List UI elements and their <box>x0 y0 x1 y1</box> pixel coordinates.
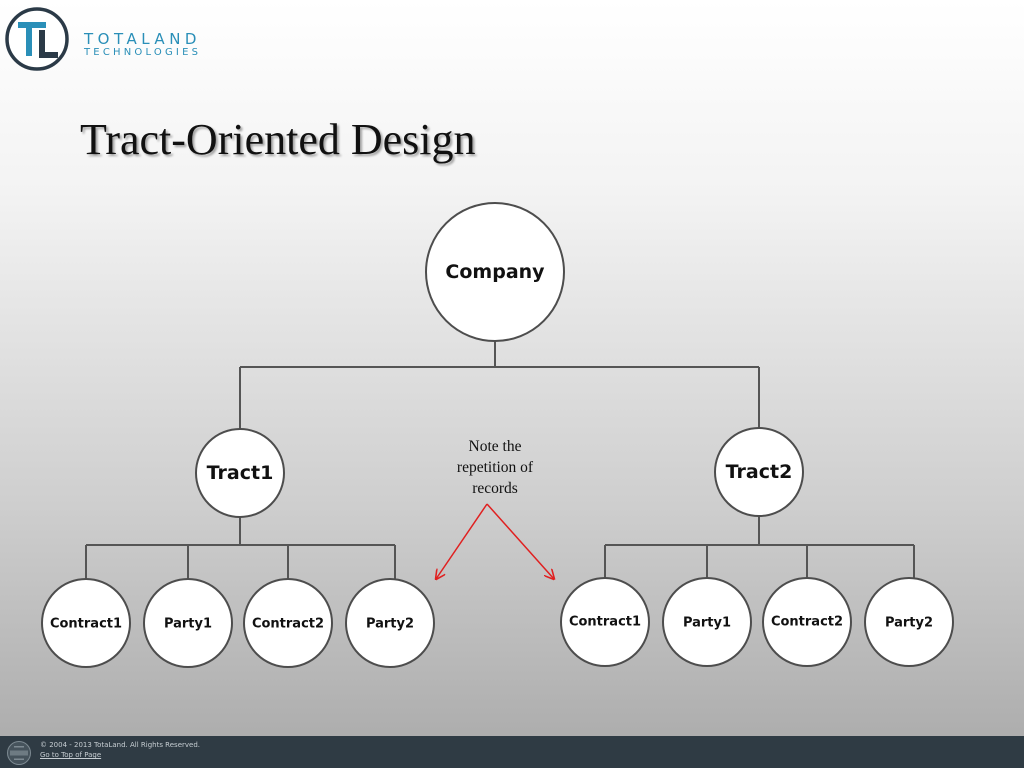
annotation-note: Note the repetition of records <box>457 438 534 497</box>
right-arrow <box>486 503 554 579</box>
tract1-party2-label: Party2 <box>366 617 414 632</box>
tract2-node: Tract2 <box>714 427 804 517</box>
tract1-contract2-label: Contract2 <box>252 617 324 632</box>
tract1-node: Tract1 <box>195 428 285 518</box>
tl-monogram-icon <box>5 7 69 71</box>
footer-bar: © 2004 - 2013 TotaLand. All Rights Reser… <box>0 736 1024 768</box>
tract2-node-label: Tract2 <box>726 461 793 483</box>
tract2-party2-node: Party2 <box>864 577 954 667</box>
tract1-party1-node: Party1 <box>143 578 233 668</box>
certified-badge-icon <box>7 741 31 765</box>
company-node: Company <box>425 202 565 342</box>
tract2-contract2-label: Contract2 <box>771 615 843 630</box>
tract1-contract2-node: Contract2 <box>243 578 333 668</box>
tract2-party1-label: Party1 <box>683 616 731 631</box>
brand-subtitle: TECHNOLOGIES <box>84 47 202 58</box>
note-line-1: Note the <box>469 438 522 455</box>
tract2-contract2-node: Contract2 <box>762 577 852 667</box>
left-arrow <box>436 503 488 579</box>
root-to-tracts-connector <box>239 338 760 431</box>
tract2-contract1-label: Contract1 <box>569 615 641 630</box>
slide-title: Tract-Oriented Design <box>80 115 476 164</box>
tract1-party1-label: Party1 <box>164 617 212 632</box>
tract1-party2-node: Party2 <box>345 578 435 668</box>
tract1-contract1-node: Contract1 <box>41 578 131 668</box>
tract1-node-label: Tract1 <box>207 462 274 484</box>
copyright-text: © 2004 - 2013 TotaLand. All Rights Reser… <box>40 741 200 749</box>
tract2-contract1-node: Contract1 <box>560 577 650 667</box>
note-line-3: records <box>472 480 518 497</box>
tract2-party1-node: Party1 <box>662 577 752 667</box>
company-node-label: Company <box>445 261 545 283</box>
company-logo: TOTALAND TECHNOLOGIES <box>4 6 224 72</box>
tract2-party2-label: Party2 <box>885 616 933 631</box>
connector-lines <box>85 338 915 581</box>
go-to-top-link[interactable]: Go to Top of Page <box>40 751 102 759</box>
tract2-children-connector <box>604 515 915 581</box>
brand-name: TOTALAND <box>84 30 201 48</box>
note-line-2: repetition of <box>457 459 534 476</box>
tract1-children-connector <box>85 515 396 581</box>
tract1-contract1-label: Contract1 <box>50 617 122 632</box>
hierarchy-diagram: Company Tract1 Tract2 Contract1 Party1 C… <box>41 202 954 668</box>
